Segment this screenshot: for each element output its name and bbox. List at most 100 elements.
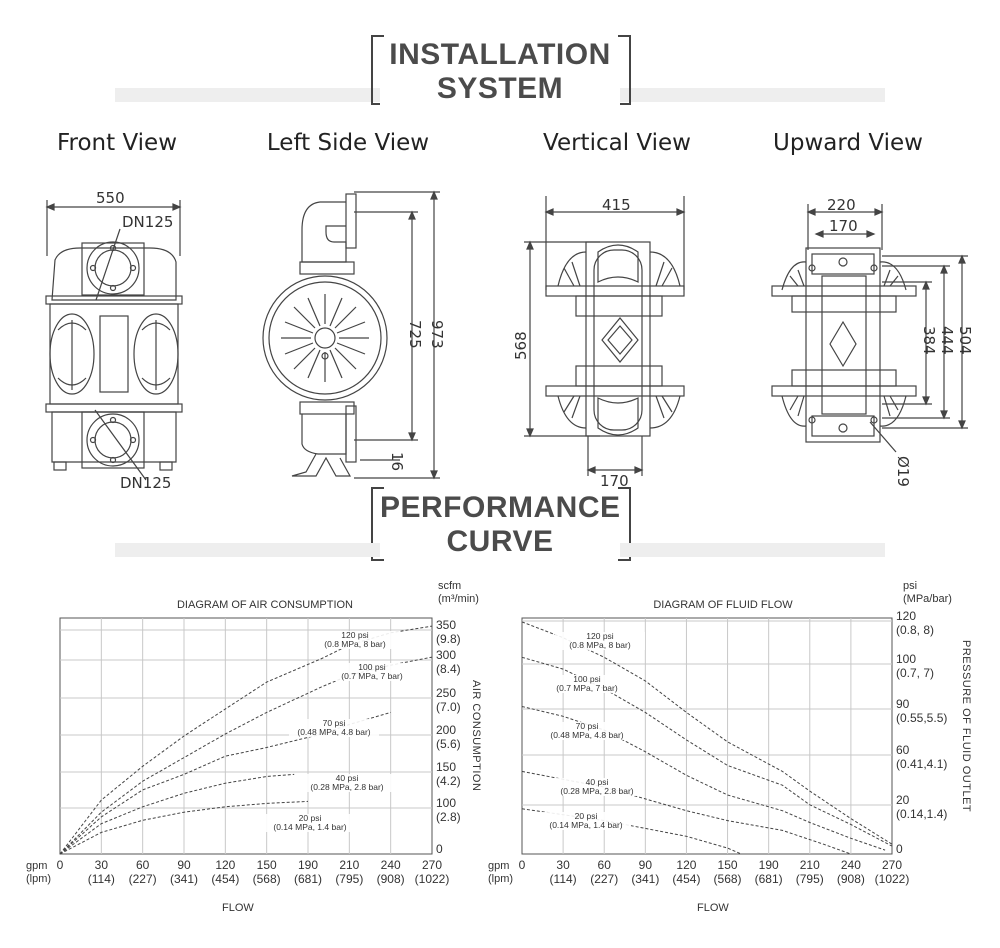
fluid-x-tick: 30 — [556, 858, 570, 872]
upward-view-drawing: 220 170 504 444 384 Ø19 — [771, 196, 974, 487]
air-y-tick-secondary: (4.2) — [436, 774, 461, 788]
fluid-x-tick: 270 — [881, 858, 903, 872]
fluid-x-tick: 0 — [518, 858, 526, 872]
fluid-x-tick: 90 — [638, 858, 652, 872]
air-y-tick: 150 — [436, 760, 457, 774]
vertical-view-drawing: 415 568 170 — [512, 196, 686, 490]
fluid-x-unit: gpm (lpm) — [488, 860, 513, 886]
fluid-x-tick-secondary: (227) — [590, 872, 619, 886]
air-series-20-psi — [59, 800, 309, 855]
performance-title: PERFORMANCE CURVE — [380, 491, 620, 559]
air-y-tick-secondary: (7.0) — [436, 700, 461, 714]
fluid-x-tick-secondary: (341) — [631, 872, 660, 886]
fluid-x-tick-secondary: (454) — [672, 872, 701, 886]
installation-title: INSTALLATION SYSTEM — [380, 38, 620, 106]
air-x-tick: 150 — [256, 858, 277, 872]
air-x-tick-secondary: (795) — [335, 872, 364, 886]
air-series-sub: (0.8 MPa, 8 bar) — [324, 639, 386, 649]
side-base-dim: 16 — [388, 452, 406, 471]
fluid-plot-frame — [521, 617, 893, 855]
air-y-tick: 0 — [436, 842, 443, 856]
upward-h3-dim: 384 — [920, 326, 938, 355]
fluid-series-sub: (0.48 MPa, 4.8 bar) — [550, 730, 624, 740]
air-y-tick: 200 — [436, 723, 457, 737]
air-y-tick: 100 — [436, 796, 457, 810]
fluid-x-tick-secondary: (681) — [754, 872, 783, 886]
fluid-y-tick-secondary: (0.7, 7) — [896, 666, 935, 680]
upward-outer-dim: 220 — [827, 196, 856, 214]
fluid-y-unit: psi (MPa/bar) — [903, 580, 952, 606]
upward-h2-dim: 444 — [938, 326, 956, 355]
upward-hole-dim: Ø19 — [894, 456, 912, 487]
fluid-x-unit-primary: gpm — [488, 860, 510, 872]
fluid-x-tick-secondary: (795) — [795, 872, 824, 886]
air-y-label: AIR CONSUMPTION — [470, 680, 482, 792]
side-total-height-dim: 973 — [428, 320, 446, 349]
air-series-name: 40 psi — [335, 773, 359, 783]
fluid-x-tick: 150 — [717, 858, 738, 872]
fluid-series-label: 120 psi(0.8 MPa, 8 bar) — [555, 632, 645, 650]
air-x-unit-primary: gpm — [26, 860, 48, 872]
air-x-tick: 210 — [339, 858, 360, 872]
air-x-label: FLOW — [222, 902, 254, 914]
fluid-x-unit-secondary: (lpm) — [488, 873, 514, 885]
side-diaphragm-ribs — [281, 294, 369, 382]
fluid-series-name: 70 psi — [575, 721, 599, 731]
fluid-y-tick-secondary: (0.55,5.5) — [896, 711, 948, 725]
air-y-unit: scfm (m³/min) — [438, 580, 479, 606]
air-x-tick-secondary: (568) — [252, 872, 281, 886]
air-series-name: 20 psi — [298, 813, 322, 823]
vertical-height-dim: 568 — [512, 331, 530, 360]
fluid-y-tick: 0 — [896, 842, 903, 856]
air-x-tick-secondary: (1022) — [414, 872, 450, 886]
air-y-tick-secondary: (2.8) — [436, 810, 461, 824]
air-series-sub: (0.14 MPa, 1.4 bar) — [273, 822, 347, 832]
air-x-tick-secondary: (681) — [293, 872, 322, 886]
air-series-name: 70 psi — [322, 718, 346, 728]
air-y-tick: 350 — [436, 618, 457, 632]
air-series-sub: (0.28 MPa, 2.8 bar) — [310, 782, 384, 792]
air-chart-title: DIAGRAM OF AIR CONSUMPTION — [176, 599, 353, 611]
air-x-tick: 240 — [380, 858, 401, 872]
front-width-dim: 550 — [96, 189, 125, 207]
fluid-series-70-psi — [521, 706, 886, 851]
air-y-tick: 250 — [436, 686, 457, 700]
left-side-view-drawing: 973 725 16 — [262, 190, 446, 480]
fluid-series-sub: (0.14 MPa, 1.4 bar) — [549, 820, 623, 830]
fluid-x-tick: 210 — [799, 858, 820, 872]
air-x-tick-secondary: (114) — [87, 872, 115, 886]
fluid-series-label: 20 psi(0.14 MPa, 1.4 bar) — [541, 812, 631, 830]
air-y-tick-secondary: (9.8) — [436, 632, 461, 646]
air-x-tick-secondary: (227) — [128, 872, 157, 886]
fluid-y-tick: 120 — [896, 609, 917, 623]
air-series-label: 40 psi(0.28 MPa, 2.8 bar) — [302, 774, 392, 792]
fluid-y-tick: 20 — [896, 793, 910, 807]
air-x-unit: gpm (lpm) — [26, 860, 51, 886]
fluid-y-label: PRESSURE OF FLUID OUTLET — [960, 640, 972, 813]
installation-title-line2: SYSTEM — [436, 72, 564, 105]
fluid-x-tick: 120 — [676, 858, 697, 872]
air-x-tick-secondary: (454) — [211, 872, 240, 886]
fluid-series-sub: (0.28 MPa, 2.8 bar) — [560, 786, 634, 796]
side-inner-height-dim: 725 — [406, 320, 424, 349]
vertical-diaphragm-ribs — [563, 261, 673, 419]
air-x-tick: 30 — [94, 858, 108, 872]
vertical-width-dim: 415 — [602, 196, 631, 214]
air-y-unit-secondary: (m³/min) — [438, 593, 479, 605]
fluid-y-unit-secondary: (MPa/bar) — [903, 593, 952, 605]
fluid-x-tick-secondary: (1022) — [874, 872, 910, 886]
fluid-series-name: 20 psi — [574, 811, 598, 821]
fluid-series-label: 70 psi(0.48 MPa, 4.8 bar) — [542, 722, 632, 740]
fluid-x-tick: 240 — [840, 858, 861, 872]
fluid-x-tick-secondary: (114) — [549, 872, 577, 886]
air-y-tick-secondary: (8.4) — [436, 662, 461, 676]
air-x-tick: 190 — [297, 858, 319, 872]
fluid-x-tick: 190 — [758, 858, 779, 872]
fluid-series-label: 40 psi(0.28 MPa, 2.8 bar) — [552, 778, 642, 796]
fluid-y-tick-secondary: (0.14,1.4) — [896, 807, 948, 821]
fluid-x-tick-secondary: (908) — [836, 872, 865, 886]
air-series-label: 120 psi(0.8 MPa, 8 bar) — [310, 631, 400, 649]
air-series-label: 20 psi(0.14 MPa, 1.4 bar) — [265, 814, 355, 832]
